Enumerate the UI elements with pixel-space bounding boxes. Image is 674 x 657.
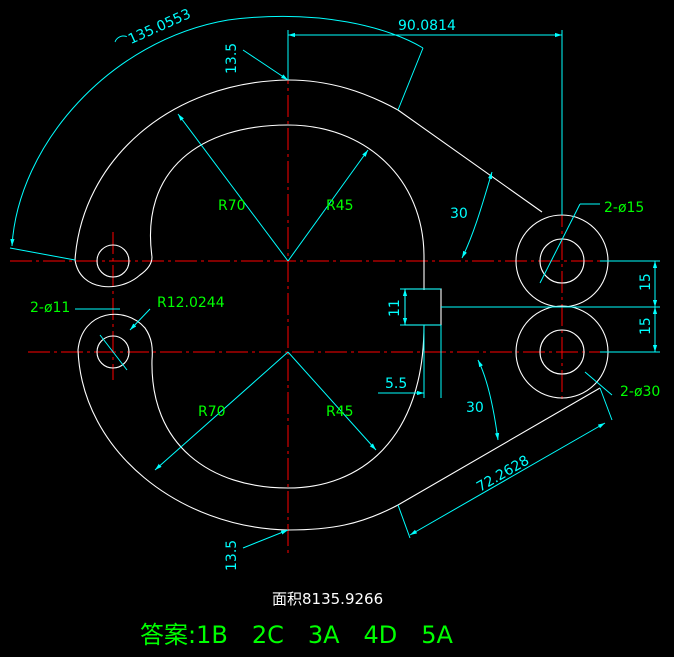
inner-slot-upper: [150, 124, 425, 290]
fillet-label: R12.0244: [157, 295, 225, 311]
r45-top-leader: [287, 149, 369, 262]
lower-spacing-text: 15: [638, 317, 654, 335]
upper-angle-arc: [461, 171, 493, 259]
hole-lower-right: [539, 329, 585, 375]
r70-top-label: R70: [218, 198, 246, 214]
aligned-dim-line: [409, 422, 606, 536]
boss-upper-right: [515, 214, 609, 308]
r70-bottom-label: R70: [198, 404, 226, 420]
r45-bottom-leader: [287, 351, 377, 451]
lower-angle-text: 30: [466, 400, 484, 416]
boss-label: 2-ø30: [620, 384, 660, 400]
slot-rectangle: [404, 288, 442, 326]
r45-top-label: R45: [326, 198, 354, 214]
top-offset-text: 13.5: [224, 43, 240, 74]
hole-upper-left: [96, 244, 130, 278]
slot-width-text: 5.5: [385, 376, 407, 392]
hole-lower-left: [96, 335, 130, 369]
hole-small-label: 2-ø11: [30, 300, 70, 316]
dimension-lines: [9, 15, 660, 549]
center-lines: [10, 62, 625, 555]
outer-profile-lower: [77, 349, 601, 531]
aligned-dim-text: 72.2628: [474, 453, 532, 496]
slot-height-text: 11: [387, 299, 403, 317]
bottom-offset-text: 13.5: [224, 540, 240, 571]
inner-slot-lower: [151, 324, 425, 489]
hole-medium-label: 2-ø15: [604, 200, 644, 216]
area-text: 面积8135.9266: [272, 590, 383, 608]
r70-bottom-leader: [154, 351, 289, 471]
r70-top-leader: [177, 113, 289, 262]
upper-angle-text: 30: [450, 206, 468, 222]
arc-length-dim: [10, 15, 424, 247]
arc-length-text: ⌒135.0553: [113, 6, 193, 53]
answer-text: 答案:1B 2C 3A 4D 5A: [140, 621, 454, 649]
upper-spacing-text: 15: [638, 273, 654, 291]
lower-left-lug: [77, 313, 153, 361]
upper-left-lug: [74, 256, 153, 288]
r45-bottom-label: R45: [326, 404, 354, 420]
horizontal-dim-text: 90.0814: [398, 18, 456, 34]
outer-profile-upper: [74, 79, 543, 261]
